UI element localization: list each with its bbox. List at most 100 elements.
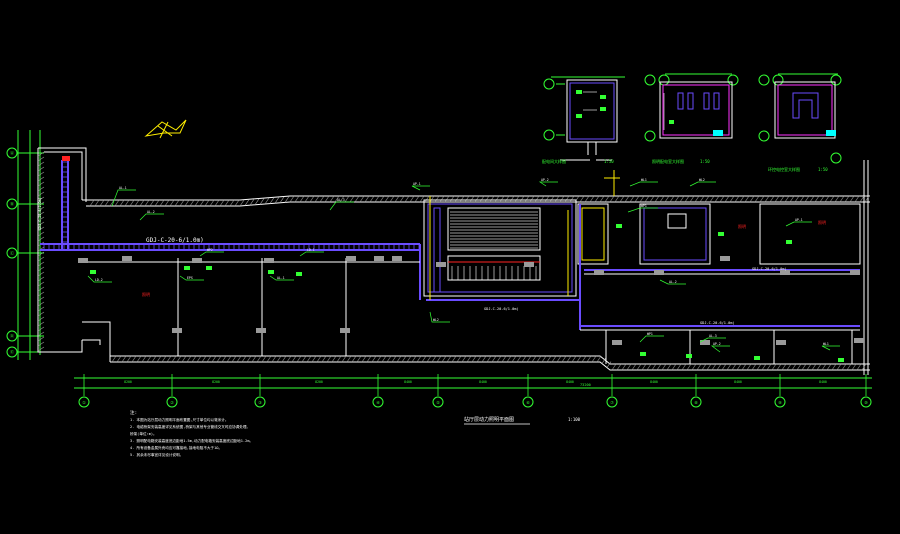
hatch-stroke — [411, 355, 417, 363]
hatch-stroke — [37, 196, 45, 202]
equipment-tag: AL-1 — [277, 276, 285, 280]
hatch-stroke — [276, 355, 282, 363]
distribution-box — [718, 232, 724, 236]
hatch-stroke — [149, 199, 155, 207]
hatch-stroke — [141, 355, 147, 363]
fixture — [700, 340, 710, 345]
hatch-stroke — [341, 355, 347, 363]
hatch-stroke — [534, 195, 540, 203]
hatch-stroke — [37, 201, 45, 207]
hatch-stroke — [37, 191, 45, 197]
hatch-stroke — [37, 346, 45, 352]
hatch-stroke — [199, 199, 205, 207]
hatch-stroke — [564, 195, 570, 203]
hatch-stroke — [471, 355, 477, 363]
hatch-stroke — [789, 195, 795, 203]
hatch-stroke — [826, 363, 832, 371]
axis-bubble — [166, 396, 178, 408]
hatch-stroke — [639, 195, 645, 203]
hatch-stroke — [321, 355, 327, 363]
hatch-stroke — [849, 195, 855, 203]
equipment-tag: AL-1 — [119, 186, 127, 190]
hatch-stroke — [571, 355, 577, 363]
axis-label: ⑧ — [694, 400, 698, 405]
red-mark-1: 照明 — [142, 292, 150, 297]
hatch-stroke — [336, 355, 342, 363]
hatch-stroke — [37, 281, 45, 287]
hatch-stroke — [451, 355, 457, 363]
leader-line — [821, 345, 840, 351]
hatch-stroke — [581, 355, 587, 363]
hatch-stroke — [529, 195, 535, 203]
hatch-stroke — [669, 195, 675, 203]
hatch-stroke — [251, 355, 257, 363]
hatch-stroke — [814, 195, 820, 203]
hatch-stroke — [781, 363, 787, 371]
hatch-stroke — [486, 355, 492, 363]
hatch-stroke — [119, 199, 125, 207]
hatch-stroke — [831, 363, 837, 371]
hatch-stroke — [844, 195, 850, 203]
hatch-stroke — [744, 195, 750, 203]
hatch-stroke — [89, 199, 95, 207]
dimension-value: 8400 — [566, 380, 574, 384]
hatch-stroke — [766, 363, 772, 371]
red-mark-3: 照明 — [818, 220, 826, 225]
cable-tray-ticks — [43, 161, 420, 250]
hatch-stroke — [374, 195, 380, 203]
hatch-stroke — [506, 355, 512, 363]
hatch-stroke — [151, 355, 157, 363]
dimension-value: 8400 — [650, 380, 658, 384]
hatch-stroke — [274, 197, 280, 204]
hatch-stroke — [441, 355, 447, 363]
hall-partitions — [82, 258, 853, 364]
hatch-stroke — [389, 195, 395, 203]
axis-bubble — [372, 396, 384, 408]
hatch-stroke — [214, 199, 220, 207]
hatch-stroke — [586, 355, 592, 363]
hatch-stroke — [839, 195, 845, 203]
main-cable-tray — [40, 160, 580, 301]
hatch-stroke — [289, 195, 295, 203]
hatch-stroke — [626, 363, 632, 371]
hatch-stroke — [696, 363, 702, 371]
hatch-stroke — [384, 195, 390, 203]
hatch-stroke — [109, 199, 115, 207]
hatch-stroke — [454, 195, 460, 203]
distribution-box — [296, 272, 302, 276]
fixture — [854, 338, 864, 343]
hatch-stroke — [841, 363, 847, 371]
hatch-stroke — [594, 195, 600, 203]
hatch-stroke — [806, 363, 812, 371]
hatch-stroke — [371, 355, 377, 363]
hatch-stroke — [631, 363, 637, 371]
hatch-stroke — [37, 251, 45, 257]
hatch-stroke — [37, 266, 45, 272]
fixture — [264, 258, 274, 263]
hatch-stroke — [701, 363, 707, 371]
hatch-stroke — [37, 171, 45, 177]
hatch-stroke — [566, 355, 572, 363]
note-line: 2. 电缆桥架安装高度详见系统图,桥架与其他专业管线交叉时应协调处理。 — [130, 424, 250, 429]
leader-line — [87, 275, 112, 283]
left-axis-grid — [6, 130, 44, 360]
hatch-stroke — [316, 355, 322, 363]
hatch-stroke — [729, 195, 735, 203]
hatch-stroke — [811, 363, 817, 371]
hatch-stroke — [116, 355, 122, 363]
hatch-stroke — [431, 355, 437, 363]
hatch-stroke — [589, 195, 595, 203]
hatch-stroke — [174, 199, 180, 207]
hatch-stroke — [504, 195, 510, 203]
hatch-stroke — [37, 326, 45, 332]
equipment-tag: AP-1 — [795, 218, 803, 222]
hatch-stroke — [599, 195, 605, 203]
hatch-stroke — [286, 355, 292, 363]
hatch-stroke — [326, 355, 332, 363]
equipment-tag: WP1 — [647, 332, 653, 336]
hatch-stroke — [354, 195, 360, 203]
hatch-stroke — [461, 355, 467, 363]
hatch-stroke — [37, 156, 45, 162]
wall-hatching — [37, 151, 870, 371]
